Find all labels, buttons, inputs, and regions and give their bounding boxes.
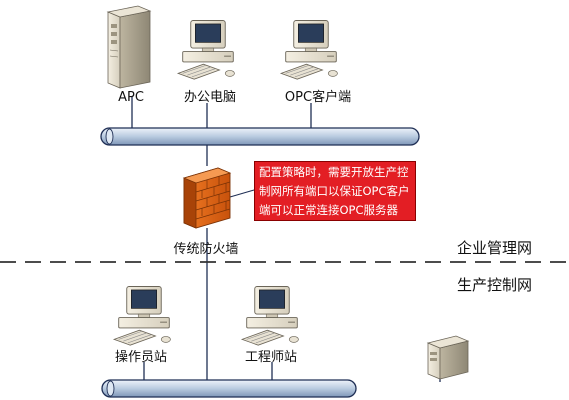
server-tower-icon — [106, 5, 152, 89]
enterprise-zone-label: 企业管理网 — [457, 239, 533, 257]
engineer-station-label: 工程师站 — [244, 350, 298, 365]
operator-station-label: 操作员站 — [114, 350, 168, 365]
apc-label: APC — [118, 90, 144, 105]
office-pc-label: 办公电脑 — [183, 90, 237, 105]
production-zone-label: 生产控制网 — [457, 276, 533, 294]
enterprise-bus — [100, 127, 420, 146]
note-connector — [229, 189, 255, 198]
policy-note: 配置策略时，需要开放生产控制网所有端口以保证OPC客户端可以正常连接OPC服务器 — [254, 161, 416, 221]
production-bus — [101, 379, 357, 398]
server-box-icon — [426, 335, 470, 380]
desktop-computer-icon — [113, 286, 171, 346]
opc-client-label: OPC客户端 — [284, 90, 352, 105]
desktop-computer-icon — [177, 20, 235, 80]
firewall-label: 传统防火墙 — [173, 242, 239, 257]
links — [131, 96, 441, 382]
firewall-icon — [182, 167, 232, 229]
desktop-computer-icon — [241, 286, 299, 346]
desktop-computer-icon — [280, 20, 338, 80]
